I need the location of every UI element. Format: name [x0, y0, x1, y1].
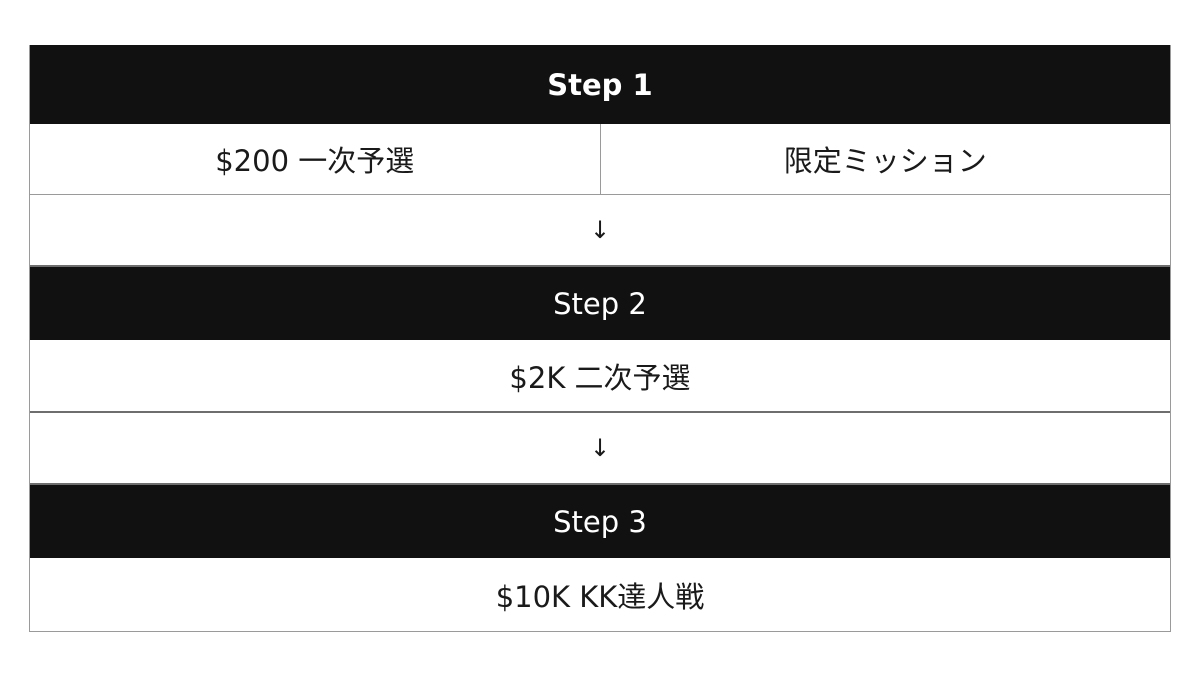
step-2-header: Step 2: [30, 267, 1170, 340]
step-3-item-row: $10K KK達人戦: [30, 558, 1170, 631]
down-arrow-1: ↓: [30, 195, 1170, 267]
step-flow-table: Step 1 $200 一次予選 限定ミッション ↓ Step 2 $2K 二次…: [29, 45, 1171, 632]
step-1-option-qualifier-label: $200 一次予選: [215, 144, 415, 178]
step-3-title: Step 3: [553, 504, 647, 539]
down-arrow-icon: ↓: [589, 216, 611, 244]
down-arrow-2: ↓: [30, 413, 1170, 485]
step-2-item-label: $2K 二次予選: [509, 360, 691, 395]
step-3-header: Step 3: [30, 485, 1170, 558]
down-arrow-icon: ↓: [589, 434, 611, 462]
step-2-title: Step 2: [553, 286, 647, 321]
step-1-option-qualifier: $200 一次予選: [30, 124, 600, 194]
step-3-item-label: $10K KK達人戦: [495, 579, 705, 614]
step-1-option-mission: 限定ミッション: [599, 124, 1171, 194]
step-2-item-row: $2K 二次予選: [30, 340, 1170, 413]
step-1-options-row: $200 一次予選 限定ミッション: [30, 124, 1170, 195]
step-1-title: Step 1: [547, 67, 653, 102]
step-1-option-mission-label: 限定ミッション: [783, 144, 987, 178]
step-1-header: Step 1: [30, 45, 1170, 124]
